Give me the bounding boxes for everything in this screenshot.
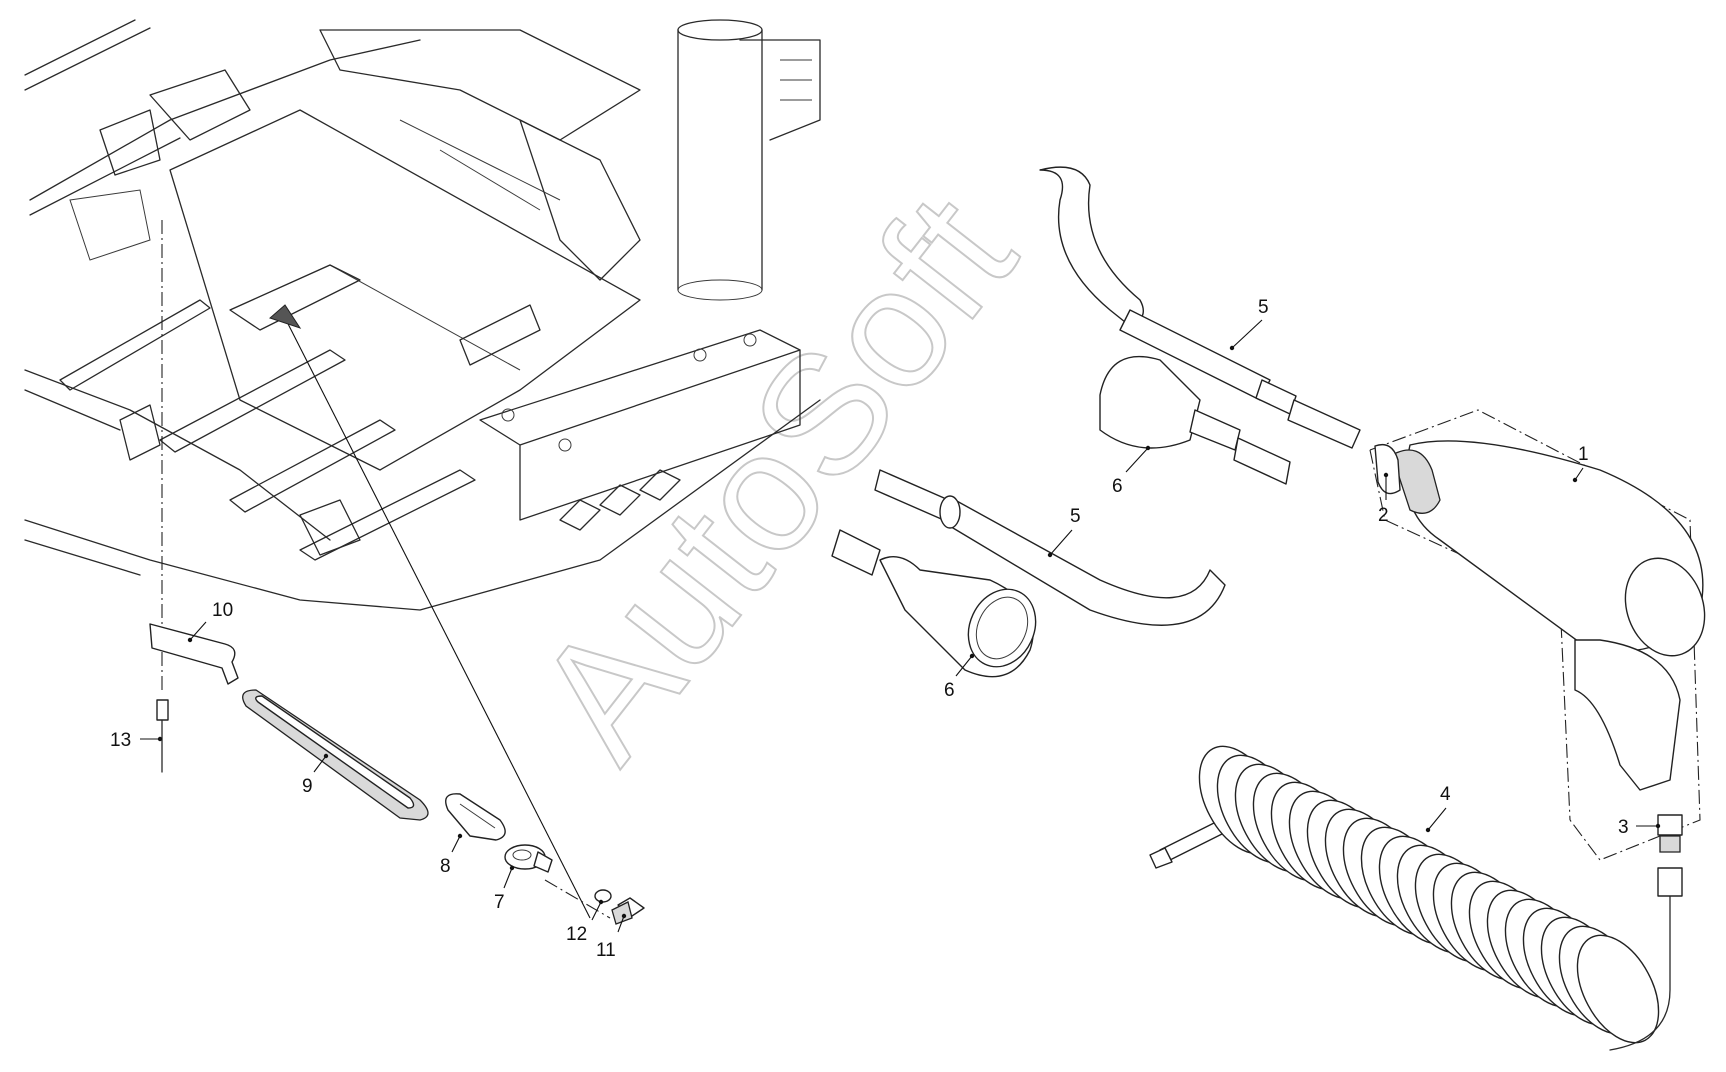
part-5-lower-extension <box>874 469 1226 626</box>
pointer-line-7 <box>281 311 591 919</box>
svg-text:5: 5 <box>1258 297 1269 318</box>
callout-8: 8 <box>440 833 463 877</box>
svg-text:8: 8 <box>440 856 451 877</box>
callout-5a: 5 <box>1229 297 1269 351</box>
callout-13: 13 <box>110 730 163 751</box>
svg-text:2: 2 <box>1378 505 1389 526</box>
part-4-coiled-hose <box>1149 745 1683 1051</box>
callout-12: 12 <box>566 899 604 945</box>
part-7-eyelet <box>504 844 553 873</box>
svg-text:10: 10 <box>212 600 233 621</box>
svg-text:11: 11 <box>596 940 616 961</box>
pointer-arrowhead <box>269 304 302 329</box>
callout-11: 11 <box>596 913 627 961</box>
part-13-pin <box>156 699 169 773</box>
callout-9: 9 <box>302 753 329 797</box>
callout-5b: 5 <box>1047 506 1081 558</box>
part-1-impact-gun <box>1369 409 1706 861</box>
callout-1: 1 <box>1572 444 1589 483</box>
part-6-lower-socket <box>831 529 1037 678</box>
chassis-frame <box>24 19 821 611</box>
part-6-upper-socket <box>1099 355 1291 485</box>
centerline-bolt <box>544 879 611 919</box>
callout-3: 3 <box>1618 817 1661 838</box>
part-2-collar <box>1374 443 1401 495</box>
svg-text:6: 6 <box>1112 476 1123 497</box>
svg-text:12: 12 <box>566 924 587 945</box>
part-5-upper-extension <box>1039 166 1361 449</box>
callout-4: 4 <box>1425 784 1451 833</box>
part-10-bracket <box>149 623 239 685</box>
svg-text:3: 3 <box>1618 817 1629 838</box>
part-11-bolt <box>611 897 645 925</box>
hose-coil-ring <box>1576 934 1660 1044</box>
watermark: AutoSoft <box>499 162 1050 793</box>
part-3-fitting <box>1657 814 1683 853</box>
svg-text:7: 7 <box>494 892 505 913</box>
callout-7: 7 <box>494 865 515 913</box>
callout-2: 2 <box>1378 472 1389 526</box>
svg-text:9: 9 <box>302 776 313 797</box>
svg-text:5: 5 <box>1070 506 1081 527</box>
callout-10: 10 <box>187 600 233 643</box>
part-12-washer <box>594 889 612 903</box>
part-9-strap <box>242 689 429 821</box>
callout-6a: 6 <box>1112 445 1151 497</box>
svg-text:4: 4 <box>1440 784 1451 805</box>
part-8-loop <box>445 793 506 841</box>
svg-text:13: 13 <box>110 730 131 751</box>
callout-6b: 6 <box>944 653 975 701</box>
svg-text:6: 6 <box>944 680 955 701</box>
svg-text:1: 1 <box>1578 444 1589 465</box>
